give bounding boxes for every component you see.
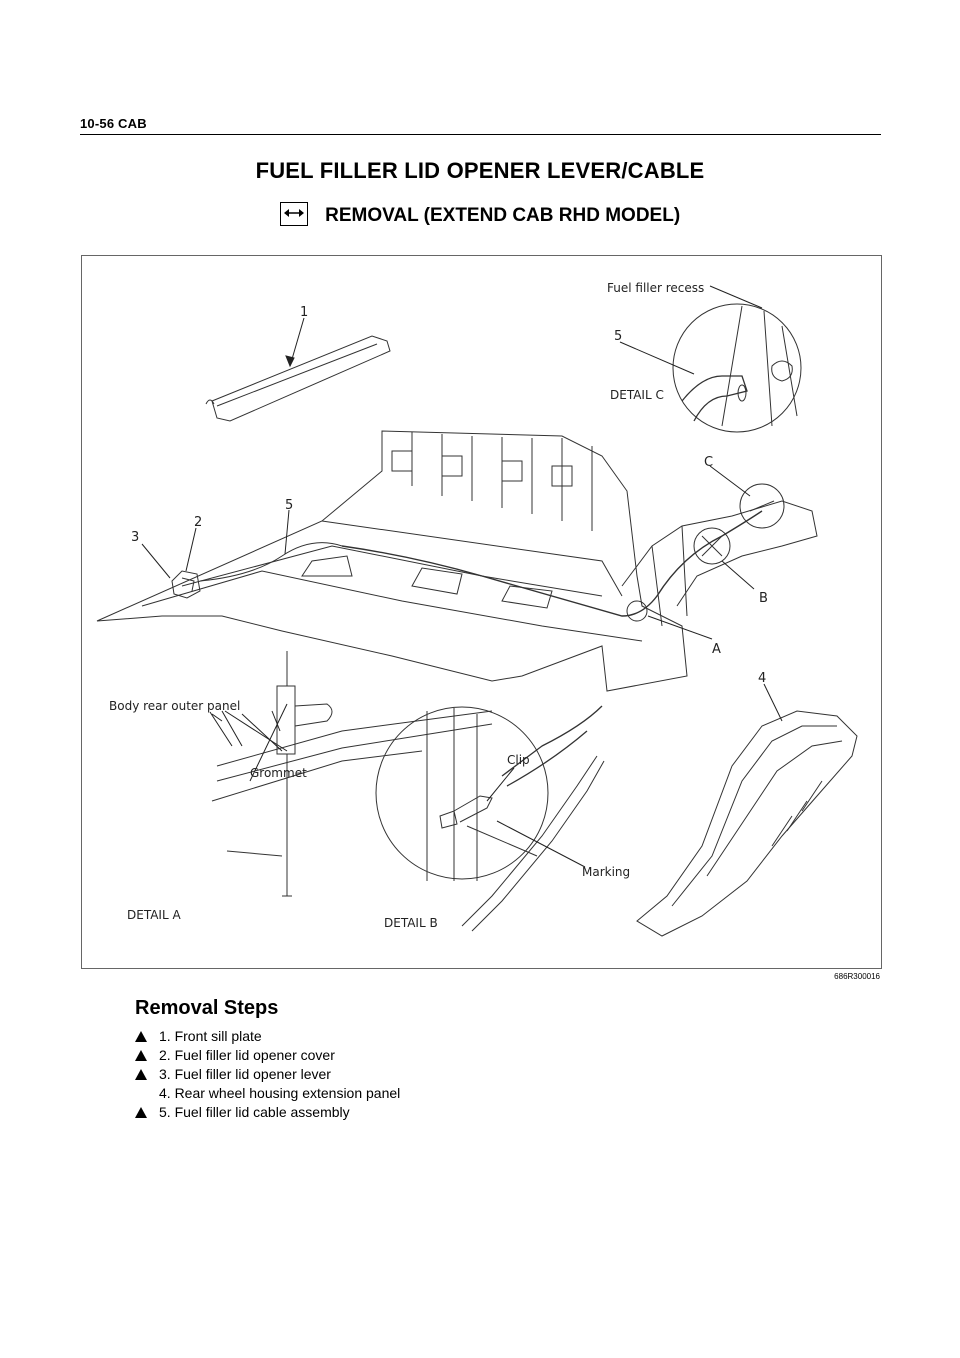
list-item: 5. Fuel filler lid cable assembly [135,1103,400,1122]
important-operation-icon [135,1031,147,1042]
label-detail-c: DETAIL C [610,388,664,402]
removal-arrows-icon [279,202,308,226]
opener-lever-drawing [171,570,201,599]
detail-b-circle [375,706,549,880]
label-body-rear-outer-panel: Body rear outer panel [109,699,240,713]
front-sill-plate-drawing [211,335,391,422]
callout-1: 1 [300,305,308,320]
wheel-housing-panel-drawing [636,710,858,937]
section-heading: REMOVAL (EXTEND CAB RHD MODEL) [0,202,960,228]
label-marking: Marking [582,865,630,879]
callout-5-floor: 5 [285,498,293,513]
detail-a-drawing [216,710,493,782]
callout-4: 4 [758,671,766,686]
section-title: REMOVAL (EXTEND CAB RHD MODEL) [325,205,681,227]
figure-code: 686R300016 [834,972,880,981]
figure-diagram: 1 3 2 5 5 Fuel filler recess DETAIL C C … [81,255,882,969]
important-operation-icon [135,1050,147,1061]
removal-steps-list: 1. Front sill plate 2. Fuel filler lid o… [135,1027,400,1122]
removal-steps-title: Removal Steps [135,997,279,1019]
label-grommet: Grommet [250,766,307,780]
important-operation-icon [135,1107,147,1118]
list-item: 3. Fuel filler lid opener lever [135,1065,400,1084]
list-item: 1. Front sill plate [135,1027,400,1046]
callout-a: A [712,642,721,657]
page-title: FUEL FILLER LID OPENER LEVER/CABLE [255,158,705,183]
header-text: 10-56 CAB [80,116,147,131]
cable-drawing [341,510,763,617]
detail-c-circle [672,303,802,433]
label-fuel-filler-recess: Fuel filler recess [607,281,704,295]
callout-5-detail: 5 [614,329,622,344]
list-item: 4. Rear wheel housing extension panel [159,1085,401,1101]
label-detail-a: DETAIL A [127,908,181,922]
important-operation-icon [135,1069,147,1080]
label-clip: Clip [507,753,530,767]
list-item: 2. Fuel filler lid opener cover [135,1046,400,1065]
figure-drawing: 1 3 2 5 5 Fuel filler recess DETAIL C C … [96,281,858,937]
label-detail-b: DETAIL B [384,916,438,930]
callout-c: C [704,455,713,470]
callout-b: B [759,591,768,606]
callout-2: 2 [194,515,202,530]
callout-3: 3 [131,530,139,545]
page-header: 10-56 CAB [80,114,881,135]
floor-panel-drawing [96,430,688,692]
